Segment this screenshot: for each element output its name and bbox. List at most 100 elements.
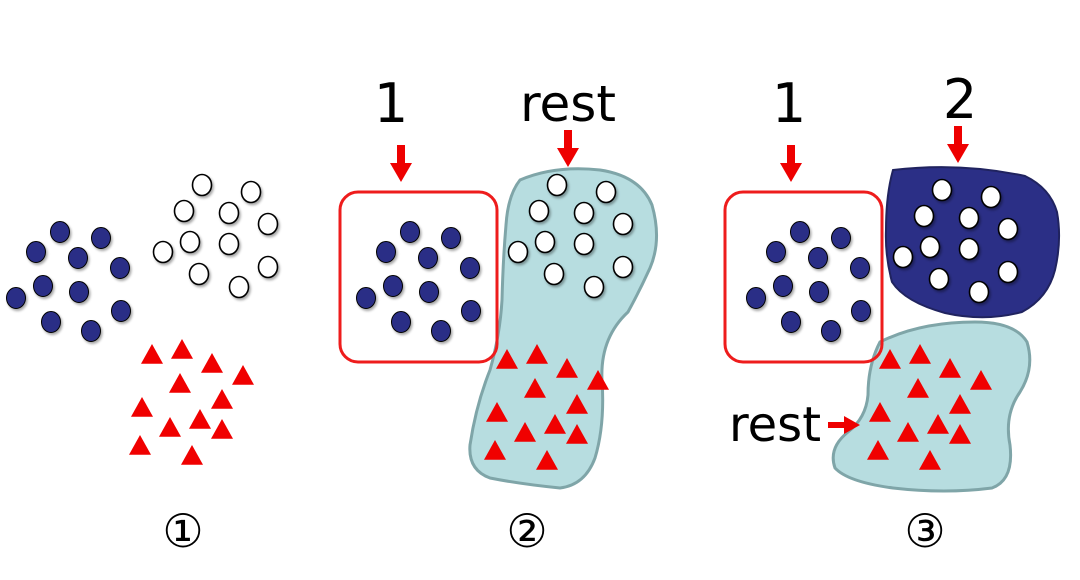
down-arrow-1-panel3: [780, 145, 802, 182]
red-triangle: [867, 440, 889, 460]
white-dot: [583, 275, 605, 299]
red-triangle: [169, 373, 191, 393]
blue-dot: [26, 241, 46, 263]
red-triangle: [927, 414, 949, 434]
white-dot: [931, 178, 953, 202]
blue-dot: [851, 300, 871, 322]
blue-dot: [400, 221, 420, 243]
red-triangle: [566, 394, 588, 414]
blue-dot: [6, 287, 26, 309]
red-triangle: [232, 365, 254, 385]
white-dot: [191, 173, 213, 197]
blue-dot: [773, 275, 793, 297]
label-rest-panel2: rest: [520, 75, 616, 133]
red-triangle: [919, 450, 941, 470]
red-triangle: [211, 419, 233, 439]
white-dot: [612, 255, 634, 279]
white-dot: [218, 232, 240, 256]
red-triangle: [587, 370, 609, 390]
blue-dot: [91, 227, 111, 249]
white-dot: [573, 232, 595, 256]
white-dot: [257, 212, 279, 236]
white-dot: [257, 255, 279, 279]
white-dot: [528, 199, 550, 223]
red-triangle: [536, 450, 558, 470]
blue-dot: [69, 281, 89, 303]
label-2-panel3: 2: [943, 68, 977, 131]
blue-dot: [68, 247, 88, 269]
blue-dot: [781, 311, 801, 333]
white-dot: [573, 201, 595, 225]
blue-dot: [376, 241, 396, 263]
blue-dot: [831, 227, 851, 249]
red-triangle: [544, 414, 566, 434]
red-triangle: [171, 339, 193, 359]
red-triangle: [949, 424, 971, 444]
label-1-panel3: 1: [772, 72, 806, 135]
red-triangle: [526, 344, 548, 364]
label-rest-panel3: rest: [729, 397, 821, 453]
blue-dot: [111, 300, 131, 322]
red-triangle: [496, 349, 518, 369]
white-dot: [218, 201, 240, 225]
blue-dot: [50, 221, 70, 243]
step-label-2: ②: [506, 504, 547, 558]
red-triangle: [879, 349, 901, 369]
red-triangle: [909, 344, 931, 364]
red-triangle: [524, 378, 546, 398]
red-triangle: [129, 435, 151, 455]
red-triangle: [566, 424, 588, 444]
white-dot: [240, 180, 262, 204]
selected-box-panel2: [338, 190, 499, 364]
red-triangle: [189, 409, 211, 429]
white-dot: [919, 235, 941, 259]
red-triangle: [907, 378, 929, 398]
blue-dot: [41, 311, 61, 333]
red-triangle: [556, 358, 578, 378]
red-triangle: [869, 402, 891, 422]
down-arrow-1-panel2: [390, 145, 412, 182]
dots-layer: [6, 173, 1019, 342]
red-triangle: [141, 344, 163, 364]
white-dot: [958, 237, 980, 261]
blue-dot: [431, 320, 451, 342]
white-dot: [892, 245, 914, 269]
blue-dot: [850, 257, 870, 279]
white-dot: [228, 275, 250, 299]
white-dot: [612, 212, 634, 236]
blue-dot: [808, 247, 828, 269]
blue-dot: [81, 320, 101, 342]
white-dot: [546, 173, 568, 197]
white-dot: [534, 230, 556, 254]
red-triangle: [939, 358, 961, 378]
white-dot: [507, 240, 529, 264]
red-triangle: [970, 370, 992, 390]
right-arrow-rest-panel3: [828, 416, 860, 434]
blue-dot: [419, 281, 439, 303]
white-dot: [997, 260, 1019, 284]
selected-box-panel3: [723, 190, 884, 364]
white-dot: [173, 199, 195, 223]
white-dot: [152, 240, 174, 264]
red-triangle: [211, 389, 233, 409]
blue-dot: [391, 311, 411, 333]
white-dot: [179, 230, 201, 254]
blue-dot: [766, 241, 786, 263]
blue-dot: [356, 287, 376, 309]
white-dot: [543, 262, 565, 286]
down-arrow-2-panel3: [947, 126, 969, 163]
white-dot: [928, 267, 950, 291]
white-dot: [968, 280, 990, 304]
white-dot: [188, 262, 210, 286]
red-triangle: [486, 402, 508, 422]
red-triangle: [181, 445, 203, 465]
blue-dot: [746, 287, 766, 309]
red-triangle: [949, 394, 971, 414]
blue-dot: [33, 275, 53, 297]
red-triangle: [897, 422, 919, 442]
white-dot: [913, 204, 935, 228]
white-dot: [980, 185, 1002, 209]
red-triangle: [131, 397, 153, 417]
